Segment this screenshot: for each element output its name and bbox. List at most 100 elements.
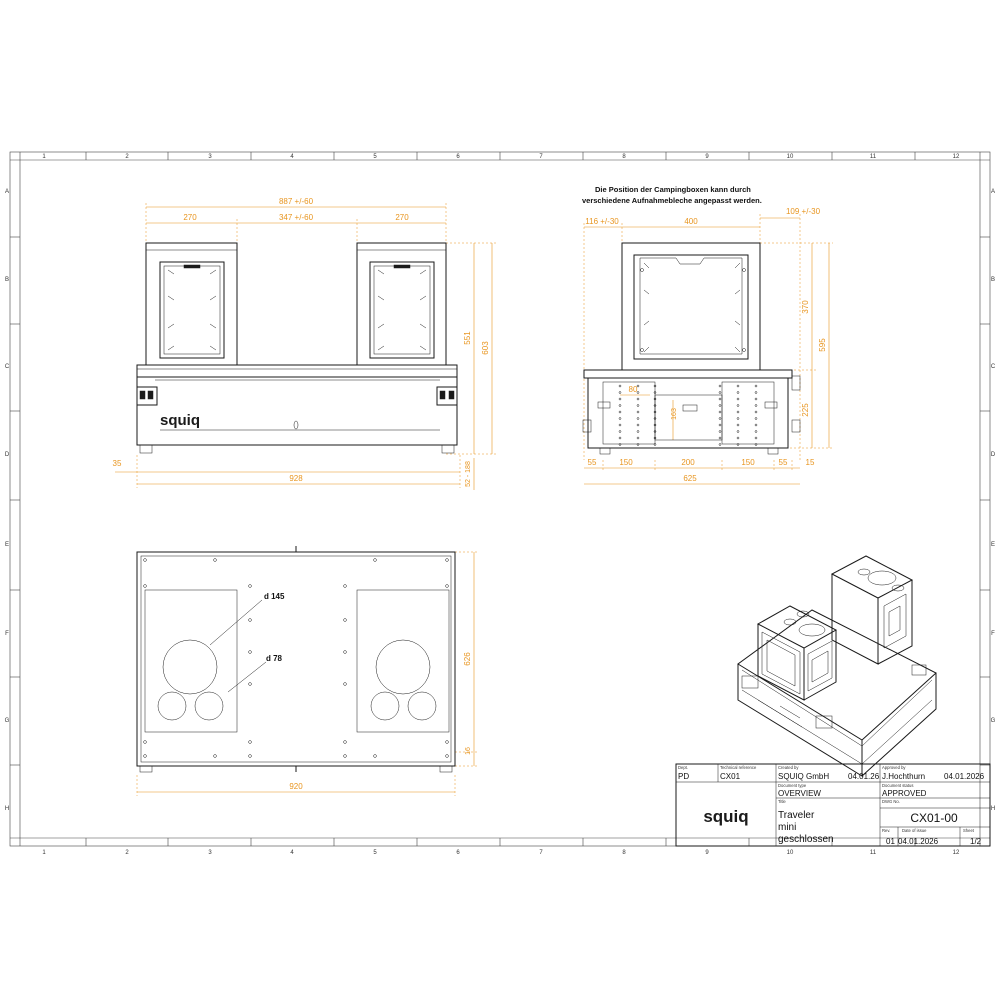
dim-hole-spacing: 80 (629, 385, 638, 394)
bolt-hole (343, 754, 347, 758)
tb-tech-ref-label: Technical reference (720, 765, 757, 770)
front-view: 887 +/-60 270 347 +/-60 270 551 603 35 9… (113, 197, 496, 490)
mounting-hole (653, 417, 657, 420)
bolt-hole (213, 754, 217, 758)
mounting-hole (618, 417, 622, 420)
dim-left-box: 270 (183, 213, 197, 222)
dim-right-box: 270 (395, 213, 409, 222)
tb-doc-type-label: Document type (778, 783, 807, 788)
bolt-hole (248, 618, 252, 622)
iso-box-back (830, 555, 914, 665)
col-label: 4 (290, 154, 294, 160)
bolt-hole (445, 558, 449, 562)
col-label: 8 (622, 850, 626, 856)
mounting-hole (636, 443, 640, 446)
mounting-hole (718, 443, 722, 446)
col-label: 11 (870, 850, 877, 856)
mounting-hole (636, 384, 640, 388)
tb-doc-status: APPROVED (882, 789, 927, 798)
iso-box-front (756, 605, 838, 701)
dim-width: 920 (289, 782, 303, 791)
mounting-hole (636, 397, 640, 401)
mounting-hole (754, 430, 758, 433)
dim-total-width: 625 (683, 474, 697, 483)
row-label: B (991, 277, 995, 283)
dim-height-total: 603 (481, 341, 490, 355)
row-label: E (991, 542, 995, 548)
side-base (582, 369, 801, 455)
isometric-view (737, 555, 937, 777)
row-label: F (991, 631, 995, 637)
top-view: 626 16 920 d 145 d 78 (136, 546, 478, 796)
mounting-hole (718, 410, 722, 414)
dim-edge: 16 (465, 747, 472, 755)
mounting-hole (636, 404, 640, 407)
bolt-hole (343, 740, 347, 744)
mounting-hole (718, 430, 722, 433)
col-label: 2 (125, 850, 129, 856)
mounting-hole (754, 423, 758, 427)
tb-dept: PD (678, 772, 689, 781)
top-small-hole-right-2 (407, 691, 437, 721)
col-label: 4 (290, 850, 294, 856)
front-logo: squiq (160, 412, 200, 429)
mounting-hole (754, 436, 758, 440)
dim-right-offset: 109 +/-30 (786, 207, 821, 216)
col-label: 9 (705, 850, 709, 856)
tb-title-label: Title (778, 799, 786, 804)
mounting-hole (618, 384, 622, 388)
mounting-hole (754, 417, 758, 420)
top-large-hole-left (162, 639, 218, 695)
column-labels-top: 1 2 3 4 5 6 7 8 9 10 11 12 (42, 154, 960, 160)
dim-left-offset: 116 +/-30 (585, 217, 619, 226)
tb-rev: 01 (886, 837, 895, 846)
col-label: 6 (456, 850, 460, 856)
mounting-hole (754, 384, 758, 388)
mounting-hole (636, 423, 640, 427)
mounting-hole (754, 443, 758, 446)
mounting-hole (736, 436, 740, 440)
note-line-1: Die Position der Campingboxen kann durch (595, 185, 751, 194)
mounting-hole (618, 404, 622, 407)
row-label: A (991, 189, 995, 195)
bolt-hole (143, 754, 147, 758)
col-label: 12 (953, 850, 960, 856)
col-label: 3 (208, 850, 212, 856)
grid-ticks (10, 152, 990, 846)
row-label: F (5, 631, 9, 637)
dim-seg-2: 150 (619, 458, 633, 467)
front-right-box (356, 242, 447, 366)
bolt-hole (343, 650, 347, 654)
row-label: E (5, 542, 9, 548)
col-label: 6 (456, 154, 460, 160)
row-label: H (991, 806, 995, 812)
row-label: C (5, 364, 10, 370)
dim-height-boxes: 551 (463, 331, 472, 345)
mounting-hole (754, 404, 758, 407)
bolt-hole (248, 740, 252, 744)
side-view: Die Position der Campingboxen kann durch… (582, 185, 833, 485)
col-label: 11 (870, 154, 877, 160)
col-label: 10 (787, 154, 794, 160)
tb-sheet-label: Sheet (963, 828, 975, 833)
mounting-hole (618, 443, 622, 446)
dim-total-width-top: 887 +/-60 (279, 197, 314, 206)
mounting-hole (718, 391, 722, 394)
mounting-hole (653, 443, 657, 446)
mounting-hole (636, 391, 640, 394)
dim-feet-height: 52 - 188 (465, 461, 472, 487)
note-line-2: verschiedene Aufnahmebleche angepasst we… (582, 196, 762, 205)
mounting-hole (618, 436, 622, 440)
dim-box-width: 400 (684, 217, 698, 226)
bolt-hole (248, 754, 252, 758)
bolt-hole (248, 650, 252, 654)
front-base: squiq (136, 364, 458, 454)
bolt-hole (343, 618, 347, 622)
mounting-hole (754, 410, 758, 414)
tb-approved-by: J.Hochthurn (882, 772, 925, 781)
mounting-hole (718, 423, 722, 427)
dim-base-width: 928 (289, 474, 303, 483)
row-labels-right: A B C D E F G H (991, 189, 996, 812)
mounting-hole (618, 430, 622, 433)
